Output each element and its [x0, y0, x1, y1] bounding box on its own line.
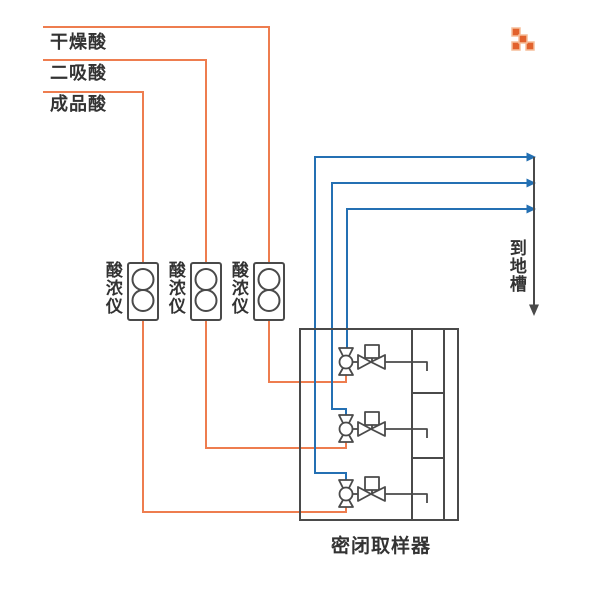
meter-cell-bottom — [131, 289, 155, 312]
meter-cell-top — [131, 268, 155, 291]
logo-square — [511, 41, 521, 51]
source-label-dry-acid: 干燥酸 — [50, 32, 107, 53]
sampler-outer-box — [299, 328, 459, 521]
acid-meter-1 — [127, 262, 159, 321]
acid-meter-2 — [190, 262, 222, 321]
acid-meter-3-label: 酸浓仪 — [227, 261, 248, 315]
return-pipe-arrowheads — [526, 152, 536, 214]
arrow-right-icon — [526, 178, 536, 188]
acid-supply-pipes — [43, 26, 347, 513]
acid-concentration-meters — [127, 262, 285, 321]
meter-cell-top — [194, 268, 218, 291]
return-pipe-from-valve-2 — [331, 182, 527, 415]
sampling-valve-assembly-1 — [338, 344, 428, 376]
arrow-right-icon — [526, 152, 536, 162]
sampler-cell-dividers — [412, 392, 444, 459]
dry-acid-pipe — [43, 26, 347, 383]
sampler-label: 密闭取样器 — [331, 535, 432, 557]
drain-label: 到地槽 — [505, 239, 526, 293]
secondary-absorption-acid-pipe — [43, 59, 347, 449]
logo-icon — [511, 27, 535, 51]
logo-square — [525, 41, 535, 51]
product-acid-pipe — [43, 91, 347, 513]
drain-header — [529, 157, 539, 316]
sampler-inner-columns — [411, 329, 445, 520]
arrow-down-icon — [529, 304, 539, 316]
logo-square — [511, 27, 521, 37]
acid-meter-3 — [253, 262, 285, 321]
sampling-valve-assembly-3 — [338, 476, 428, 508]
return-pipes — [314, 156, 527, 480]
source-label-secondary-absorption-acid: 二吸酸 — [50, 63, 107, 84]
source-label-product-acid: 成品酸 — [50, 94, 107, 115]
sampler-cabinet — [299, 328, 459, 521]
arrow-right-icon — [526, 204, 536, 214]
return-pipe-from-valve-3 — [314, 156, 527, 480]
logo-square — [518, 34, 528, 44]
return-pipe-from-valve-1 — [346, 208, 527, 348]
sampling-valve-assembly-2 — [338, 411, 428, 443]
meter-cell-bottom — [194, 289, 218, 312]
meter-cell-bottom — [257, 289, 281, 312]
meter-cell-top — [257, 268, 281, 291]
acid-meter-2-label: 酸浓仪 — [164, 261, 185, 315]
acid-meter-1-label: 酸浓仪 — [101, 261, 122, 315]
